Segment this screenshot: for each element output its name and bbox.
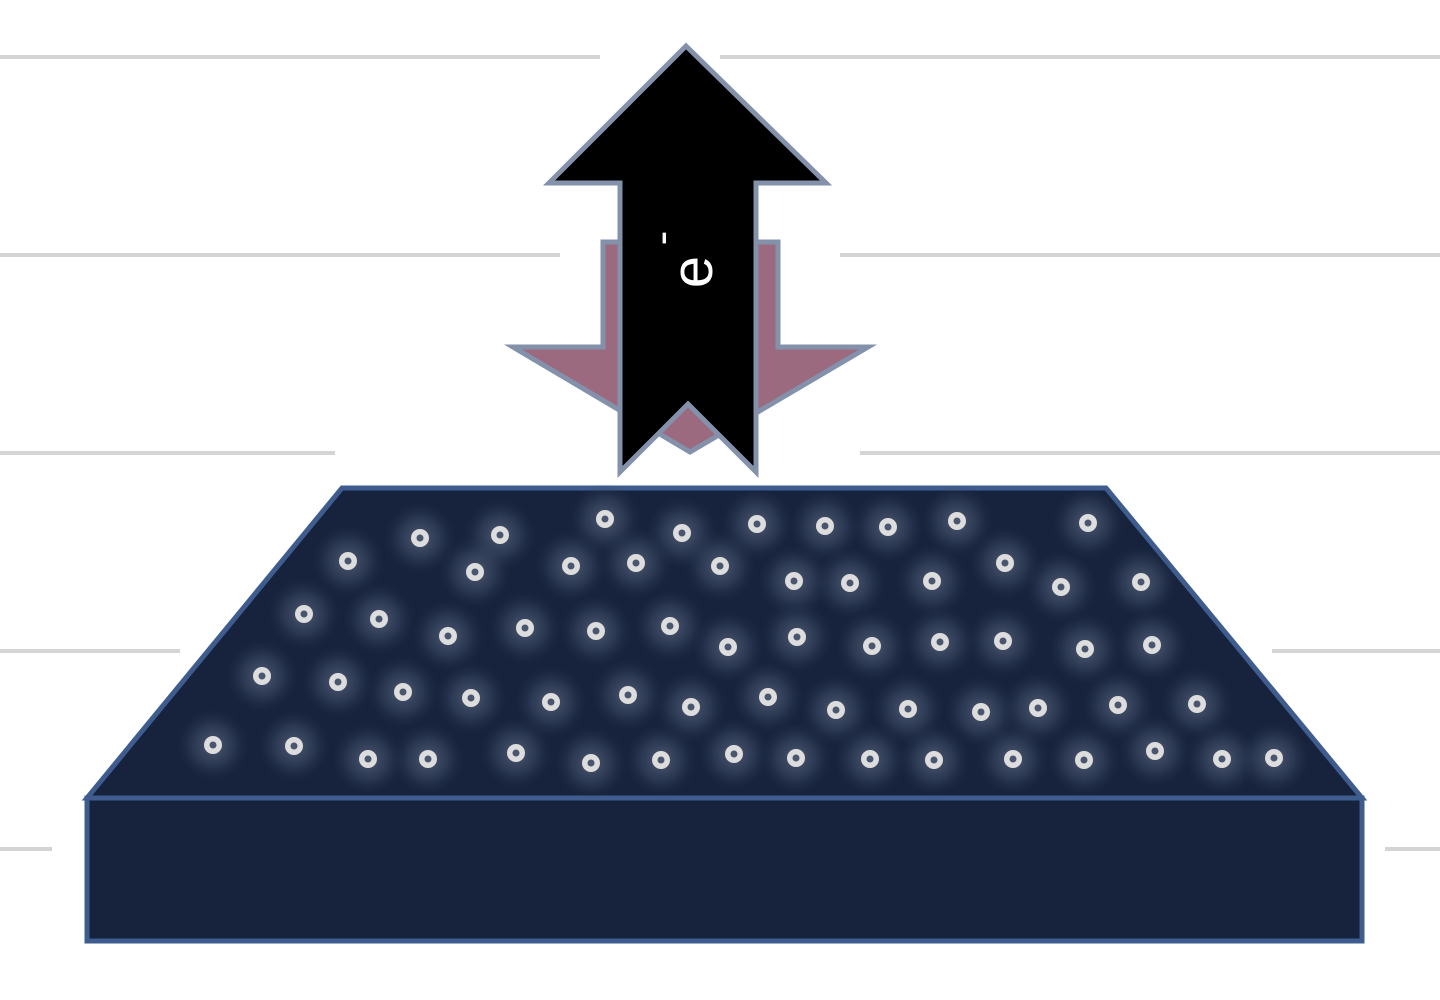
surface-particle — [698, 718, 770, 790]
background-lines — [0, 55, 1440, 851]
surface-particle — [226, 640, 298, 712]
surface-particle — [761, 601, 833, 673]
surface-particle — [896, 545, 968, 617]
surface-particle — [760, 722, 832, 794]
surface-particle — [177, 709, 249, 781]
surface-particle — [834, 723, 906, 795]
surface-particle — [1186, 723, 1258, 795]
surface-particle — [921, 485, 993, 557]
slab-front-face — [84, 795, 1365, 944]
surface-particle — [560, 595, 632, 667]
surface-particle — [268, 578, 340, 650]
surface-particle — [435, 662, 507, 734]
surface-particle — [412, 600, 484, 672]
surface-particle — [367, 656, 439, 728]
surface-particle — [489, 592, 561, 664]
surface-particle — [555, 727, 627, 799]
surface-particle — [302, 646, 374, 718]
surface-particle — [684, 530, 756, 602]
surface-particle — [392, 723, 464, 795]
surface-particle — [1161, 668, 1233, 740]
surface-particle — [789, 490, 861, 562]
surface-particle — [535, 530, 607, 602]
surface-particle — [1025, 551, 1097, 623]
surface-particle — [592, 659, 664, 731]
electron-symbol: e — [660, 256, 725, 288]
surface-particle — [258, 710, 330, 782]
surface-particle — [625, 724, 697, 796]
surface-particle — [655, 671, 727, 743]
surface-particle — [312, 525, 384, 597]
surface-particle — [1116, 609, 1188, 681]
surface-particle — [1238, 722, 1310, 794]
surface-particle — [969, 527, 1041, 599]
surface-particle — [692, 611, 764, 683]
sample-slab — [81, 483, 1368, 944]
surface-particle — [480, 717, 552, 789]
electron-label: e - — [637, 231, 725, 288]
surface-particle — [343, 583, 415, 655]
surface-particle — [977, 723, 1049, 795]
surface-particle — [1048, 724, 1120, 796]
surface-particle — [814, 547, 886, 619]
surface-particle — [967, 605, 1039, 677]
surface-particle — [634, 590, 706, 662]
electron-charge-superscript: - — [637, 231, 686, 246]
emitted-electron-arrow — [542, 42, 833, 479]
surface-particle — [898, 724, 970, 796]
surface-particle — [515, 666, 587, 738]
surface-particle — [1105, 546, 1177, 618]
surface-particle — [732, 661, 804, 733]
surface-particle — [836, 610, 908, 682]
surface-particle — [852, 491, 924, 563]
surface-particle — [332, 723, 404, 795]
surface-particle — [1052, 487, 1124, 559]
surface-particle — [1119, 715, 1191, 787]
surface-particles — [177, 483, 1310, 799]
surface-particle — [904, 606, 976, 678]
surface-particle — [758, 545, 830, 617]
surface-particle — [439, 536, 511, 608]
surface-particle — [600, 527, 672, 599]
surface-particle — [384, 502, 456, 574]
surface-particle — [1049, 613, 1121, 685]
